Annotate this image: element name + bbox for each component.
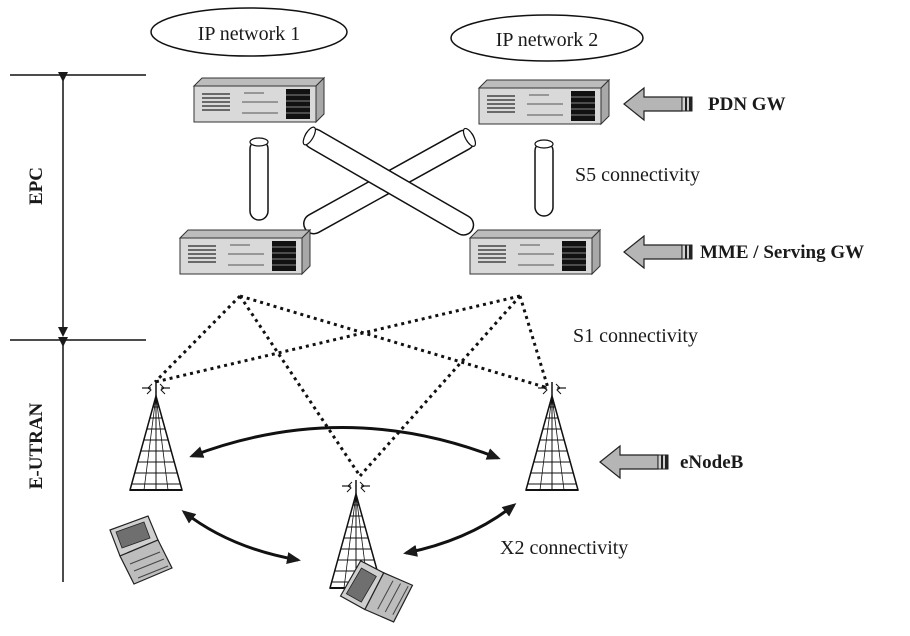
x2-link-left xyxy=(181,510,301,564)
x2-link-right xyxy=(403,503,517,557)
x2-link-top xyxy=(189,426,501,460)
ip-network-1-cloud: IP network 1 xyxy=(150,7,348,57)
mobile-phone-icon-left xyxy=(109,515,173,585)
s1-connectivity-label: S1 connectivity xyxy=(573,325,698,347)
pdn-gw-server-1 xyxy=(193,77,325,123)
epc-label: EPC xyxy=(26,167,47,205)
s5-link-cross-b xyxy=(302,126,475,236)
mme-sgw-pointer-arrow xyxy=(623,235,693,269)
ip-network-2-label: IP network 2 xyxy=(496,29,599,51)
ip-network-2-cloud: IP network 2 xyxy=(450,14,644,62)
pdn-gw-server-2 xyxy=(478,79,610,125)
enodeb-tower-left xyxy=(129,381,183,491)
pdn-gw-label: PDN GW xyxy=(708,94,786,115)
x2-links xyxy=(181,426,517,564)
mme-sgw-server-1 xyxy=(179,229,311,275)
mme-sgw-server-2 xyxy=(469,229,601,275)
s1-links xyxy=(153,294,550,477)
s5-connectivity-label: S5 connectivity xyxy=(575,164,700,186)
enodeb-pointer-arrow xyxy=(599,445,669,479)
pdn-gw-pointer-arrow xyxy=(623,87,693,121)
s5-link-left xyxy=(249,139,269,221)
s5-link-right xyxy=(534,141,554,217)
ip-network-1-label: IP network 1 xyxy=(198,23,301,45)
enodeb-label: eNodeB xyxy=(680,452,744,473)
eutran-label: E-UTRAN xyxy=(26,402,47,489)
mme-sgw-label: MME / Serving GW xyxy=(700,242,864,263)
s5-links xyxy=(249,126,554,236)
x2-connectivity-label: X2 connectivity xyxy=(500,537,628,559)
enodeb-tower-right xyxy=(525,381,579,491)
